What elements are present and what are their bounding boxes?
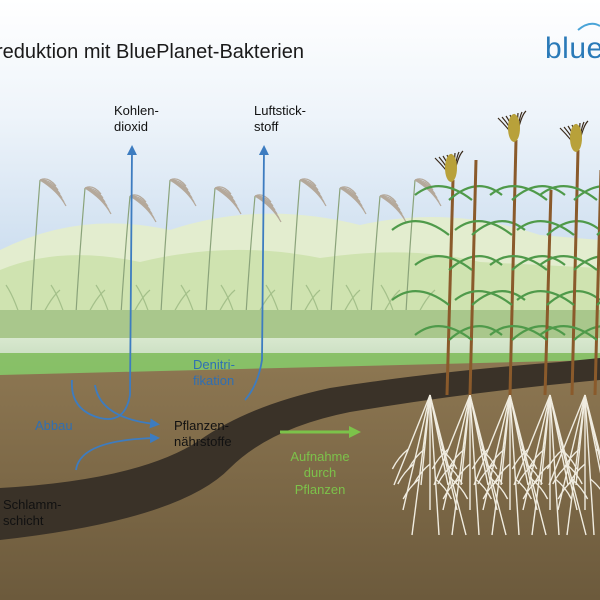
abbau-label: Abbau [35,418,73,433]
logo-swoosh [577,22,600,31]
brand-logo-text: blue [545,32,600,65]
sludge-label: Schlamm- schicht [3,497,62,529]
co2-label: Kohlen- dioxid [114,103,159,135]
n2-label: Luftstick- stoff [254,103,307,135]
co2-arrow [71,145,137,420]
process-arrows [71,145,269,471]
abbau-arrow-2 [75,433,160,471]
nutrients-label: Pflanzen- nährstoffe [174,418,232,450]
n2-arrow [244,145,269,401]
plant-roots [391,394,600,536]
foreground-reeds [391,110,600,396]
uptake-label: Aufnahme durch Pflanzen [290,449,350,497]
denitrification-label: Denitri- fikation [193,357,235,389]
abbau-arrow-1 [94,384,160,429]
diagram-title: reduktion mit BluePlanet-Bakterien [0,41,304,63]
sludge-layer [0,358,600,540]
bank [0,310,600,340]
